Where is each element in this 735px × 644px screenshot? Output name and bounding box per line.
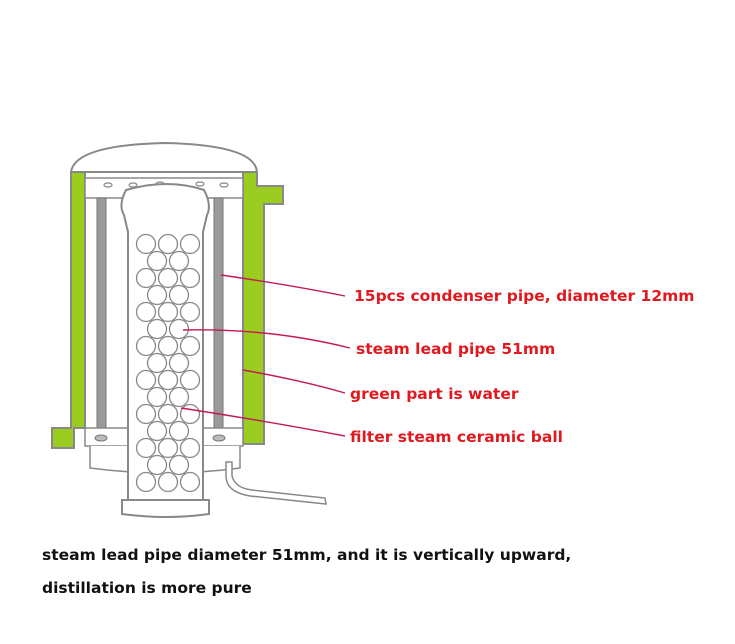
ceramic-ball bbox=[168, 352, 190, 374]
ceramic-ball bbox=[168, 454, 190, 476]
ceramic-ball bbox=[168, 284, 190, 306]
ceramic-ball bbox=[135, 471, 157, 493]
ceramic-ball bbox=[168, 318, 190, 340]
ceramic-ball bbox=[179, 233, 201, 255]
water-jacket-right bbox=[242, 171, 284, 445]
ceramic-ball bbox=[157, 471, 179, 493]
ceramic-ball bbox=[179, 267, 201, 289]
ceramic-ball bbox=[157, 267, 179, 289]
label-steam-pipe: steam lead pipe 51mm bbox=[356, 340, 555, 358]
ceramic-ball bbox=[168, 250, 190, 272]
ceramic-ball bbox=[179, 437, 201, 459]
condenser-pipe-right bbox=[213, 197, 224, 439]
ceramic-ball bbox=[168, 386, 190, 408]
steam-lead-pipe-flange bbox=[121, 499, 210, 518]
ceramic-ball bbox=[135, 301, 157, 323]
ceramic-ball bbox=[135, 233, 157, 255]
ceramic-ball bbox=[146, 386, 168, 408]
leader-lines bbox=[180, 274, 351, 437]
leader-steam-pipe bbox=[182, 329, 351, 349]
ceramic-ball bbox=[179, 403, 201, 425]
outlet-tube bbox=[225, 461, 327, 505]
label-water: green part is water bbox=[350, 385, 519, 403]
ceramic-ball bbox=[157, 335, 179, 357]
ceramic-ball bbox=[135, 403, 157, 425]
water-jacket bbox=[51, 171, 284, 449]
ceramic-ball bbox=[146, 454, 168, 476]
leader-condenser bbox=[220, 274, 346, 297]
ceramic-ball bbox=[157, 369, 179, 391]
ceramic-ball bbox=[179, 301, 201, 323]
condenser-pipe-left bbox=[96, 197, 107, 439]
caption-line-2: distillation is more pure bbox=[42, 579, 252, 597]
ceramic-ball bbox=[146, 318, 168, 340]
ceramic-ball bbox=[179, 471, 201, 493]
ceramic-ball bbox=[135, 267, 157, 289]
label-condenser: 15pcs condenser pipe, diameter 12mm bbox=[354, 287, 694, 305]
leader-water bbox=[242, 369, 346, 394]
ceramic-ball bbox=[179, 335, 201, 357]
label-ceramic-ball: filter steam ceramic ball bbox=[350, 428, 563, 446]
ceramic-ball bbox=[179, 369, 201, 391]
ceramic-ball bbox=[146, 284, 168, 306]
caption-line-1: steam lead pipe diameter 51mm, and it is… bbox=[42, 546, 572, 564]
ceramic-ball bbox=[157, 301, 179, 323]
water-jacket-left bbox=[51, 171, 86, 449]
ceramic-ball bbox=[168, 420, 190, 442]
ceramic-balls bbox=[135, 233, 201, 493]
ceramic-ball bbox=[135, 437, 157, 459]
dome-lid bbox=[69, 141, 259, 173]
ceramic-ball bbox=[157, 437, 179, 459]
ceramic-ball bbox=[146, 352, 168, 374]
ceramic-ball bbox=[135, 369, 157, 391]
ceramic-ball bbox=[157, 403, 179, 425]
ceramic-ball bbox=[135, 335, 157, 357]
leader-ceramic-ball bbox=[180, 407, 346, 437]
ceramic-ball bbox=[157, 233, 179, 255]
ceramic-ball bbox=[146, 250, 168, 272]
ceramic-ball bbox=[146, 420, 168, 442]
